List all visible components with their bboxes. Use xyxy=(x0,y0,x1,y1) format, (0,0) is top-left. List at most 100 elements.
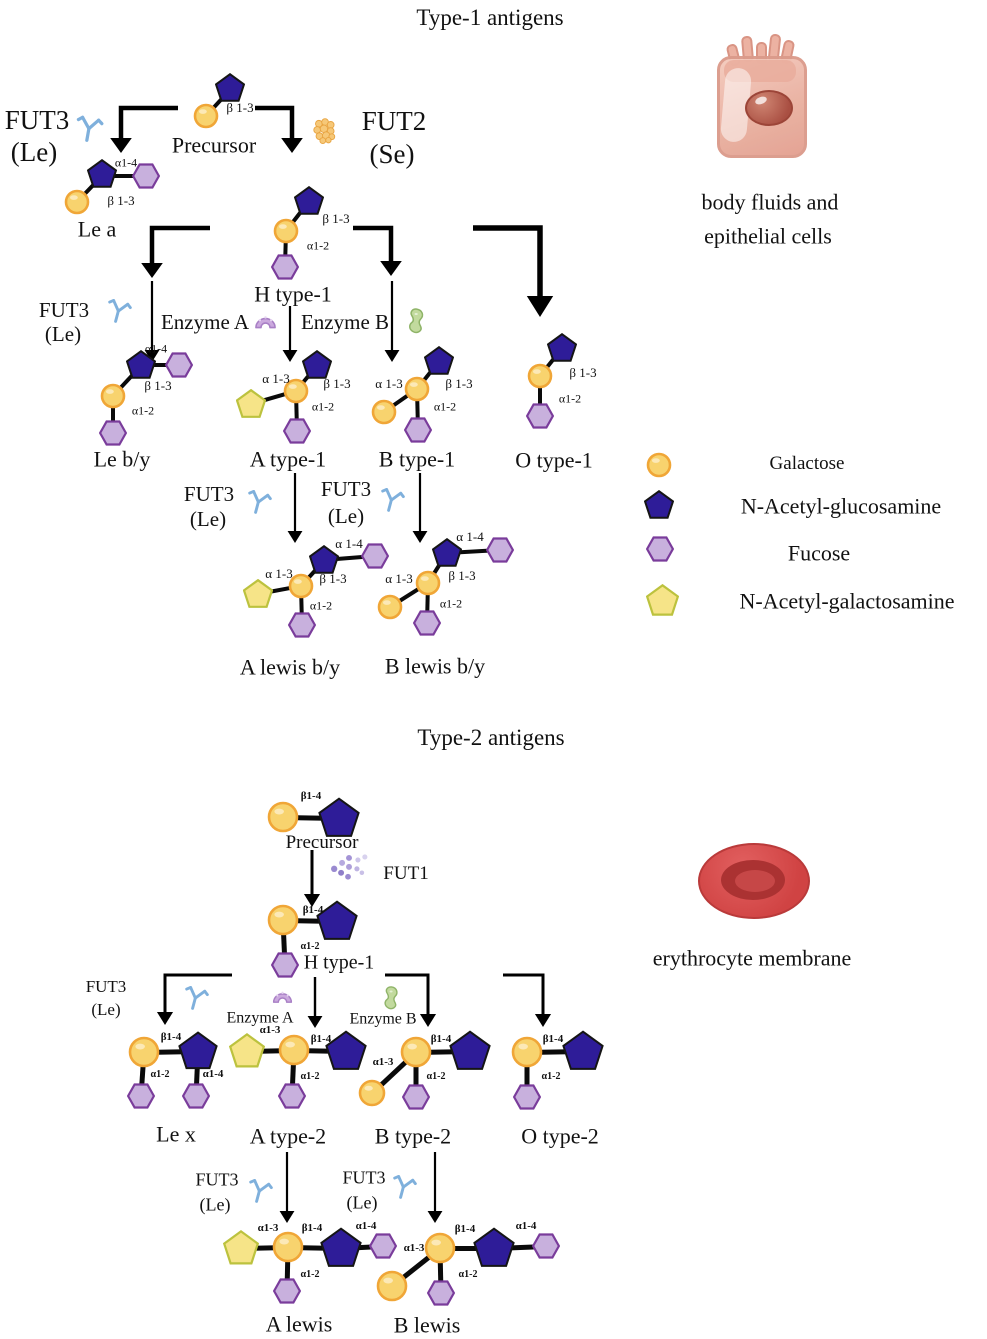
galactose-unit xyxy=(376,1270,408,1302)
glcnac-unit xyxy=(325,1030,367,1072)
linkage-label: α1-2 xyxy=(541,1070,561,1082)
fucose-unit xyxy=(403,416,433,444)
galactose-unit xyxy=(371,399,397,425)
fut3-le-label-7b: (Le) xyxy=(346,1192,378,1213)
arrowhead xyxy=(303,894,321,907)
arrowhead xyxy=(427,1211,443,1223)
linkage-label: β 1-3 xyxy=(322,211,350,227)
structure-name-a-type-2: A type-2 xyxy=(249,1123,327,1149)
antibody-icon xyxy=(72,111,107,146)
linkage-label: α1-4 xyxy=(114,155,138,170)
galactose-unit xyxy=(272,1231,304,1263)
galactose-unit xyxy=(267,904,299,936)
structure-name-a-type-1: A type-1 xyxy=(249,446,327,472)
fucose-unit xyxy=(368,1232,398,1260)
linkage-label: β1-4 xyxy=(310,1033,332,1046)
fucose-unit xyxy=(164,351,194,379)
linkage-label: α1-4 xyxy=(515,1220,537,1233)
arrowhead xyxy=(412,531,428,543)
antibody-icon xyxy=(101,293,134,326)
galactose-unit xyxy=(527,363,553,389)
linkage-label: α1-2 xyxy=(306,238,330,253)
enzyme-a-label-2: Enzyme A xyxy=(226,1009,294,1027)
glcnac-unit xyxy=(293,185,325,216)
galactose-unit xyxy=(400,1036,432,1068)
epithelial-caption-line1: body fluids and xyxy=(701,189,839,215)
legend-label-fuc: Fucose xyxy=(787,540,851,566)
structure-name-o-type-1: O type-1 xyxy=(515,447,593,473)
legend-gal-icon xyxy=(646,452,672,478)
flow-arrow-h1-right-elbow xyxy=(353,225,394,261)
structure-name-b-type-2: B type-2 xyxy=(374,1123,452,1149)
structure-name-precursor-type1: Precursor xyxy=(171,132,257,158)
linkage-label: α1-3 xyxy=(403,1242,425,1255)
linkage-label: α1-2 xyxy=(439,596,463,611)
glcnac-unit xyxy=(178,1031,218,1071)
fut3-le-label-2a: FUT3 xyxy=(38,297,90,322)
structure-name-le-a: Le a xyxy=(77,216,117,242)
erythrocyte-center xyxy=(735,870,775,892)
enzyme-b-label-2: Enzyme B xyxy=(349,1010,417,1028)
linkage-label: α1-3 xyxy=(257,1222,279,1235)
legend-label-glc: N-Acetyl-glucosamine xyxy=(740,493,942,519)
enzyme-b-icon xyxy=(401,307,429,335)
galactose-unit xyxy=(193,103,219,129)
linkage-label: β1-4 xyxy=(301,1222,323,1235)
legend-label-gal: Galactose xyxy=(769,453,845,475)
enzyme-a-label-1: Enzyme A xyxy=(160,309,250,334)
enzyme-b-label-1: Enzyme B xyxy=(300,309,390,334)
linkage-label: α 1-3 xyxy=(385,571,413,587)
fut1-label: FUT1 xyxy=(383,863,429,885)
flow-arrow-to-o-type-2 xyxy=(503,973,545,1014)
flow-arrow-precursor1-to-h-type-1 xyxy=(255,105,295,138)
fut3-le-label-6b: (Le) xyxy=(199,1194,231,1215)
fut3-le-label-4b: (Le) xyxy=(327,503,365,528)
linkage-label: α1-2 xyxy=(131,403,155,418)
fucose-unit xyxy=(181,1082,211,1110)
cell-nucleus xyxy=(745,90,793,126)
glcnac-unit xyxy=(308,544,340,575)
galactose-unit xyxy=(283,378,309,404)
fucose-unit xyxy=(277,1082,307,1110)
flow-arrow-to-le-x xyxy=(163,973,232,1012)
glcnac-unit xyxy=(301,349,333,380)
structure-name-h-type-1-t2: H type-1 xyxy=(303,951,375,974)
galactose-unit xyxy=(273,218,299,244)
glcnac-unit xyxy=(86,158,118,189)
linkage-label: α1-2 xyxy=(433,399,457,414)
flow-arrow-to-o-type-1 xyxy=(473,225,543,296)
linkage-label: α1-2 xyxy=(300,1268,320,1280)
galnac-unit xyxy=(235,388,267,419)
fucose-unit xyxy=(282,417,312,445)
arrowhead xyxy=(526,296,554,317)
glcnac-unit xyxy=(431,537,463,568)
fut1-dots-icon xyxy=(328,852,372,896)
structure-name-a-lewis-by: A lewis b/y xyxy=(239,654,341,680)
linkage-label: α1-4 xyxy=(144,341,168,356)
galnac-unit xyxy=(222,1230,260,1266)
fucose-unit xyxy=(360,542,390,570)
fucose-unit xyxy=(525,402,555,430)
nucleus-highlight xyxy=(754,95,768,106)
galactose-unit xyxy=(288,573,314,599)
linkage-label: α 1-4 xyxy=(456,529,484,545)
linkage-label: β1-4 xyxy=(300,790,322,803)
arrowhead xyxy=(307,1016,323,1028)
linkage-label: α1-4 xyxy=(202,1068,224,1081)
galactose-unit xyxy=(100,383,126,409)
fut2-label: FUT2 xyxy=(361,105,427,136)
linkage-label: β 1-3 xyxy=(226,100,254,116)
enzyme-a-icon xyxy=(252,309,279,336)
structure-name-o-type-2: O type-2 xyxy=(521,1123,599,1149)
arrowhead xyxy=(281,138,303,153)
fucose-unit xyxy=(270,951,300,979)
fut3-le-label-3a: FUT3 xyxy=(183,481,235,506)
linkage-label: α1-2 xyxy=(311,399,335,414)
enzyme-a-icon xyxy=(270,985,295,1010)
arrowhead xyxy=(110,138,132,153)
fut3-le-label-2b: (Le) xyxy=(44,321,82,346)
fut3-le-label-4a: FUT3 xyxy=(320,476,372,501)
structure-name-le-by: Le b/y xyxy=(93,446,151,472)
fucose-unit xyxy=(485,536,515,564)
